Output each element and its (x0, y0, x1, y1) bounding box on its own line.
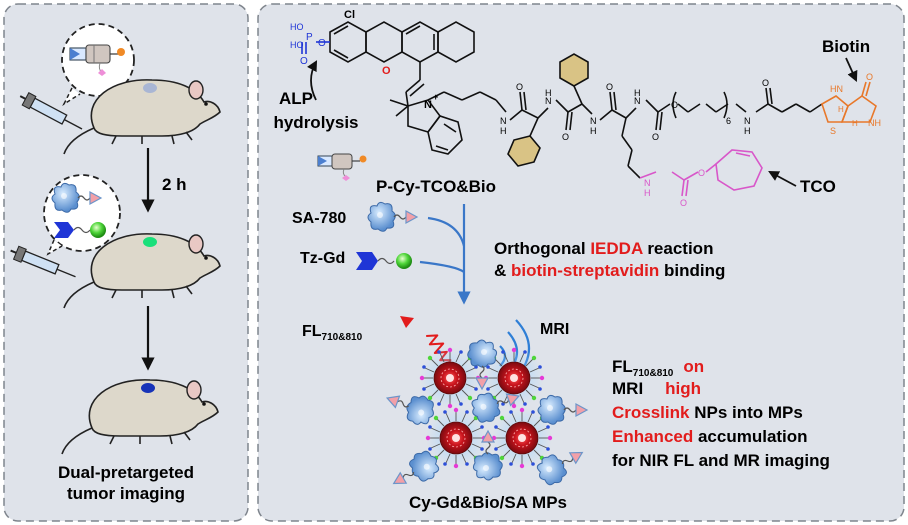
bubble-reagents (43, 174, 121, 256)
atom-n-plus: N (424, 99, 432, 111)
alp-arrow (307, 60, 318, 101)
atom-h-2: H (545, 88, 552, 98)
caption-line-2: tumor imaging (67, 484, 185, 503)
atom-h-3: H (590, 126, 597, 136)
fl-label: FL710&810 (302, 323, 363, 343)
atom-p: P (306, 32, 313, 43)
tz-gd-reagent-icon (356, 252, 412, 270)
atom-o-ester: O (318, 38, 326, 49)
atom-o-tco-2: O (680, 198, 687, 208)
probe-icon-small (317, 153, 367, 181)
atom-s: S (830, 126, 836, 136)
biotin-label: Biotin (822, 37, 870, 56)
result-enhanced: Enhanced accumulation (612, 427, 808, 446)
atom-o-2: O (562, 132, 569, 142)
atom-hn: HN (830, 84, 843, 94)
tumor-dot-icon (141, 383, 155, 393)
atom-h-4: H (634, 88, 641, 98)
tco-arrow (768, 170, 797, 187)
atom-h-biotin-1: H (838, 105, 844, 114)
atom-o-biotin: O (866, 72, 873, 82)
atom-n-3: N (590, 116, 597, 126)
atom-h-5: H (744, 126, 751, 136)
caption-line-1: Dual-pretargeted (58, 463, 194, 482)
mri-label: MRI (540, 321, 569, 338)
atom-o-5: O (671, 100, 678, 110)
bubble-probe (61, 23, 135, 107)
tco-label: TCO (800, 177, 836, 196)
atom-n-2: N (545, 96, 552, 106)
atom-o-3: O (606, 82, 613, 92)
reaction-line-2: & biotin-streptavidin binding (494, 261, 725, 280)
probe-icon (69, 44, 125, 76)
atom-nh: NH (868, 118, 881, 128)
tz-label: Tz-Gd (300, 250, 345, 267)
atom-n-4: N (634, 96, 641, 106)
atom-o-ring: O (382, 65, 391, 77)
atom-o-double: O (300, 56, 308, 67)
result-imaging: for NIR FL and MR imaging (612, 451, 830, 470)
atom-o-tco-1: O (698, 168, 705, 178)
atom-charge: + (433, 92, 438, 102)
result-crosslink: Crosslink NPs into MPs (612, 403, 803, 422)
tumor-dot-icon (143, 83, 157, 93)
reaction-line-1: Orthogonal IEDDA reaction (494, 239, 713, 258)
atom-h-biotin-2: H (852, 119, 858, 128)
atom-ho-1: HO (290, 22, 304, 32)
probe-name: P-Cy-TCO&Bio (376, 177, 496, 196)
sa-merge-arrow (427, 216, 466, 247)
tz-gd-icon (54, 222, 106, 238)
tumor-dot-icon (143, 237, 157, 247)
atom-n-tco: N (644, 178, 651, 188)
product-label: Cy-Gd&Bio/SA MPs (409, 493, 567, 512)
atom-cl: Cl (344, 9, 355, 21)
atom-n-1: N (500, 116, 507, 126)
mouse-icon-2 (63, 233, 221, 309)
atom-n-5: N (744, 116, 751, 126)
sa-label: SA-780 (292, 210, 346, 227)
atom-ho-2: HO (290, 40, 304, 50)
interval-label: 2 h (162, 175, 187, 194)
biotin-arrow (845, 57, 858, 82)
mouse-icon-1 (63, 79, 221, 155)
atom-o-1: O (516, 82, 523, 92)
alp-label-1: ALP (279, 89, 313, 108)
atom-o-6: O (762, 78, 769, 88)
right-panel (257, 3, 905, 522)
atom-h-tco: H (644, 188, 651, 198)
peg-count: 6 (726, 116, 731, 126)
chemical-structure: Cl O HO HO P O O N + N H N H N H N H N H… (290, 9, 881, 208)
atom-o-4: O (652, 132, 659, 142)
atom-h-1: H (500, 126, 507, 136)
mouse-icon-3 (61, 379, 219, 455)
alp-label-2: hydrolysis (273, 113, 358, 132)
tz-merge-arrow (419, 260, 465, 273)
